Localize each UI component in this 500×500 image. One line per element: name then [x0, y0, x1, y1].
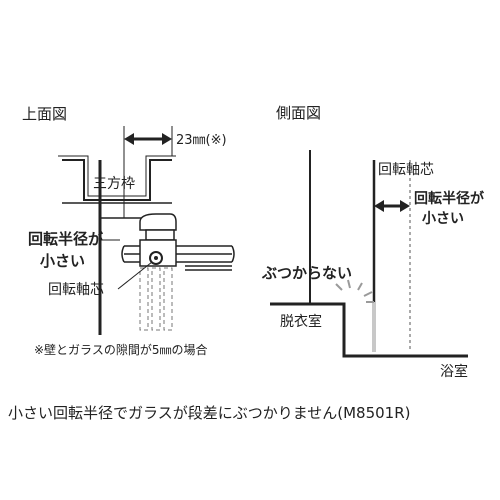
- side-radius-line1: 回転半径が: [414, 190, 485, 207]
- side-view-heading: 側面図: [276, 104, 321, 122]
- top-radius-line1: 回転半径が: [28, 230, 104, 248]
- glass-rotation-traces: [139, 267, 173, 331]
- clearance-marks: [335, 279, 374, 303]
- dimension-label: 23㎜(※): [176, 133, 227, 148]
- frame-label: 三方枠: [93, 176, 135, 192]
- dimension-arrow-left: [124, 133, 134, 145]
- top-axis-label: 回転軸芯: [48, 282, 104, 298]
- bottom-caption: 小さい回転半径でガラスが段差にぶつかりません(M8501R): [8, 404, 411, 422]
- side-view: 側面図 回転軸芯 回転半径が 小さい ぶつからない 脱衣室 浴室: [261, 104, 485, 380]
- dimension-arrow-right: [162, 133, 172, 145]
- top-view-heading: 上面図: [22, 105, 67, 123]
- side-radius-arrow-left: [374, 200, 384, 212]
- dressing-room-label: 脱衣室: [280, 313, 322, 330]
- side-radius-arrow-right: [400, 200, 410, 212]
- top-view-note: ※壁とガラスの隙間が5㎜の場合: [34, 342, 207, 357]
- side-radius-line2: 小さい: [422, 211, 464, 227]
- bathroom-label: 浴室: [440, 363, 468, 380]
- hinge-mechanism: [100, 213, 235, 271]
- frame-channel-outer: [58, 155, 176, 197]
- no-hit-label: ぶつからない: [261, 264, 352, 282]
- top-radius-line2: 小さい: [40, 252, 85, 270]
- side-axis-label: 回転軸芯: [378, 162, 434, 178]
- top-axis-leader: [117, 261, 153, 290]
- top-view: 上面図 三方枠 23㎜(※): [22, 105, 235, 357]
- floor-step-profile: [270, 302, 468, 358]
- frame-channel: [62, 159, 172, 201]
